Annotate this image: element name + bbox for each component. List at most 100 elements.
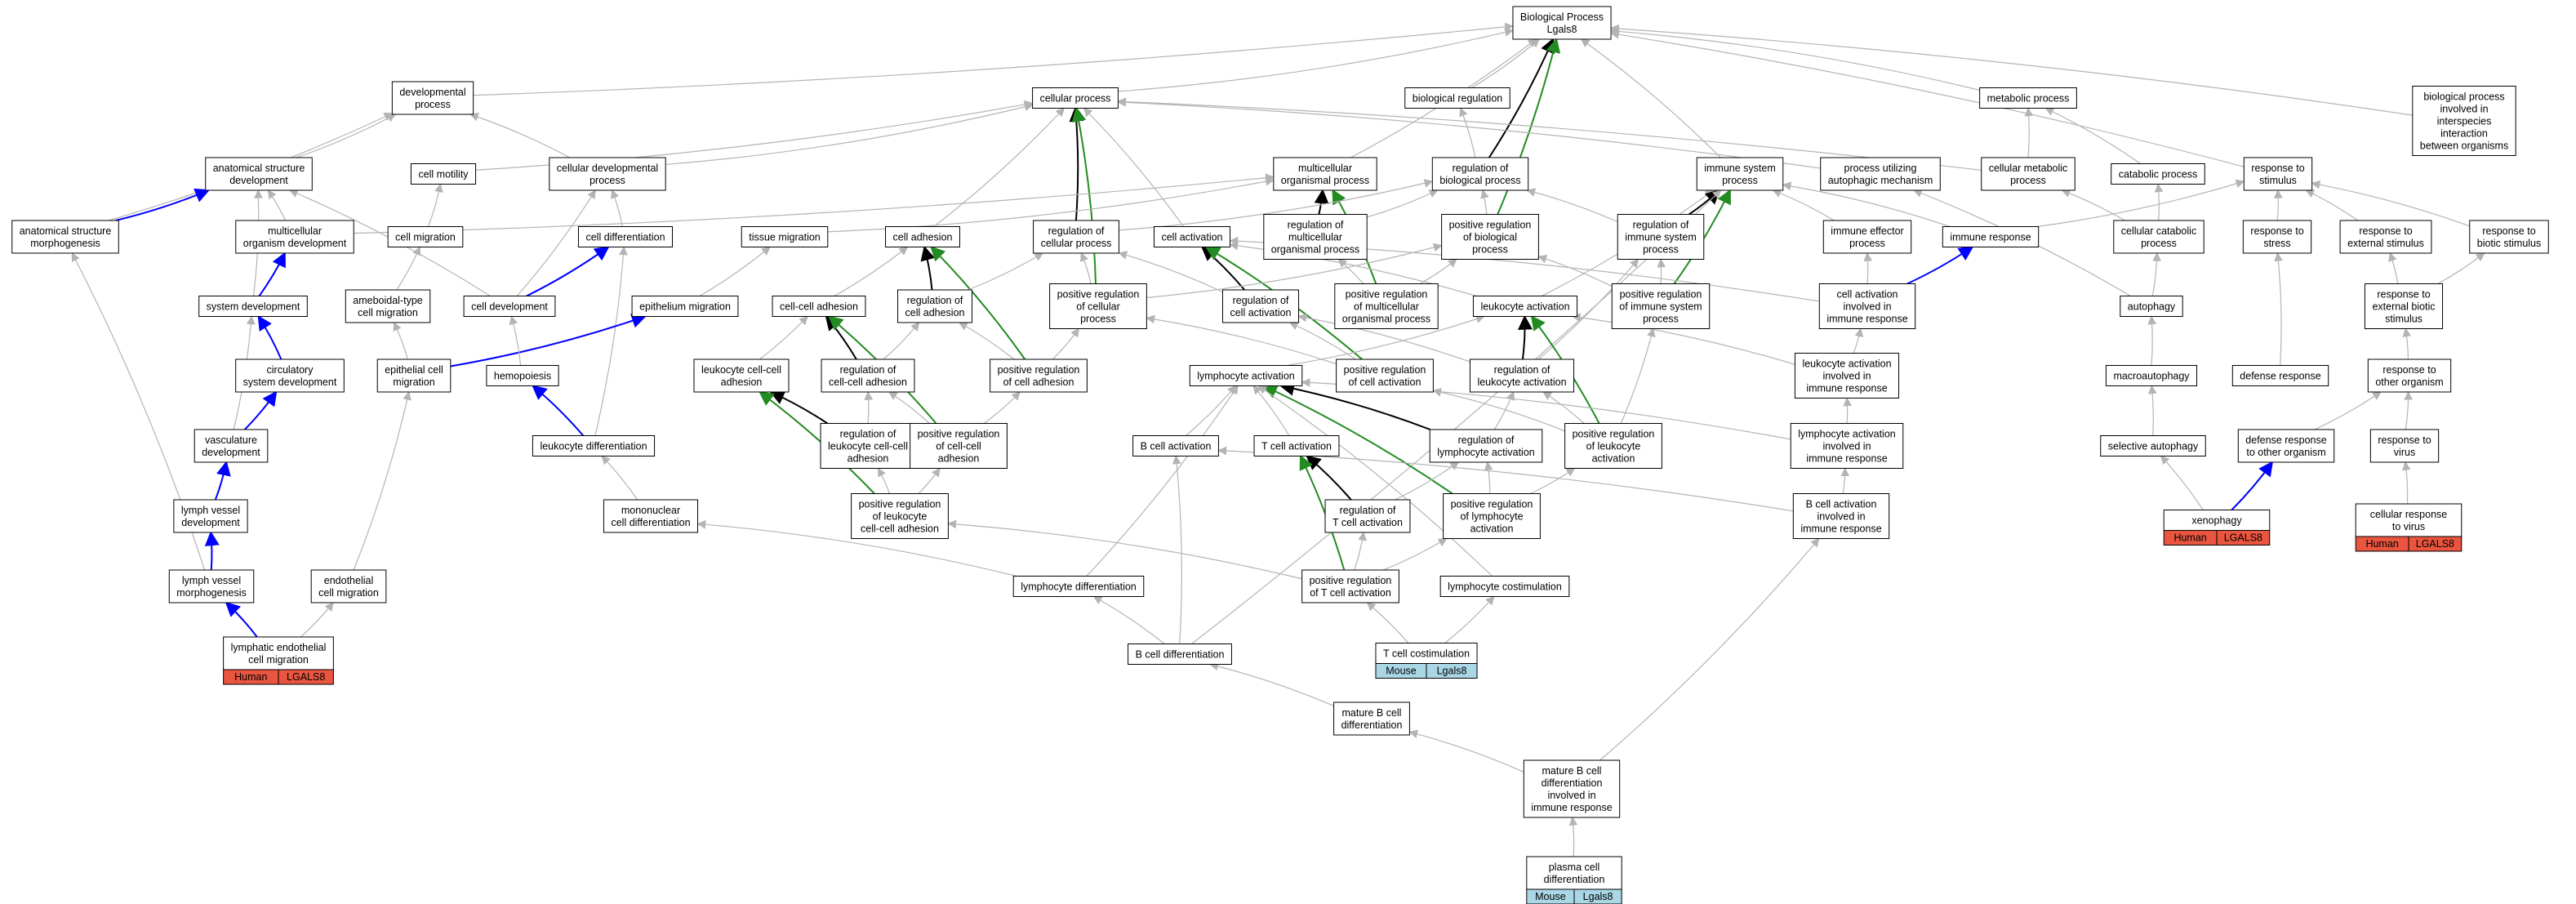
node-rtact[interactable]: regulation ofT cell activation xyxy=(1324,499,1411,533)
node-cadh[interactable]: cell adhesion xyxy=(885,226,960,247)
node-celld[interactable]: cell development xyxy=(463,296,556,317)
node-cdiff[interactable]: cell differentiation xyxy=(577,226,674,247)
node-defr[interactable]: defense response xyxy=(2231,365,2329,386)
node-bdiff[interactable]: B cell differentiation xyxy=(1128,643,1232,665)
node-auto[interactable]: autophagy xyxy=(2120,296,2183,317)
node-box xyxy=(1526,856,1622,890)
node-box xyxy=(235,220,354,254)
node-lymact[interactable]: lymphocyte activation xyxy=(1189,365,1303,386)
node-label: to other organism xyxy=(2246,447,2325,458)
edge-dev-to-root xyxy=(473,22,1515,96)
node-tact[interactable]: T cell activation xyxy=(1253,435,1340,456)
node-label: lymphocyte activation xyxy=(1197,371,1295,382)
node-ccadh[interactable]: cell-cell adhesion xyxy=(772,296,866,317)
node-lydiff[interactable]: lymphocyte differentiation xyxy=(1012,576,1145,597)
node-hemo[interactable]: hemopoiesis xyxy=(486,365,559,386)
node-tmig[interactable]: tissue migration xyxy=(741,226,829,247)
node-lact[interactable]: leukocyte activation xyxy=(1472,296,1578,317)
node-macro[interactable]: macroautophagy xyxy=(2105,365,2198,386)
human-badge xyxy=(278,669,334,685)
node-bact[interactable]: B cell activation xyxy=(1132,435,1219,456)
edge-mod-to-mop xyxy=(354,173,1275,234)
node-sysd[interactable]: system development xyxy=(198,296,308,317)
node-mot[interactable]: cell motility xyxy=(410,163,477,185)
node-breg[interactable]: biological regulation xyxy=(1404,87,1510,109)
node-cp[interactable]: cellular process xyxy=(1032,87,1119,109)
node-lcost[interactable]: lymphocyte costimulation xyxy=(1439,576,1570,597)
node-catp[interactable]: catabolic process xyxy=(2111,163,2205,185)
node-cmig[interactable]: cell migration xyxy=(387,226,464,247)
node-epmig[interactable]: epithelium migration xyxy=(631,296,739,317)
node-iresp[interactable]: immune response xyxy=(1942,226,2040,247)
node-met[interactable]: metabolic process xyxy=(1979,87,2077,109)
node-label: response to xyxy=(2251,163,2304,174)
edge-bdiff-to-bact xyxy=(1172,455,1182,644)
node-ldiff[interactable]: leukocyte differentiation xyxy=(532,435,656,456)
node-cact[interactable]: cell activation xyxy=(1153,226,1231,247)
node-sela[interactable]: selective autophagy xyxy=(2100,435,2206,456)
